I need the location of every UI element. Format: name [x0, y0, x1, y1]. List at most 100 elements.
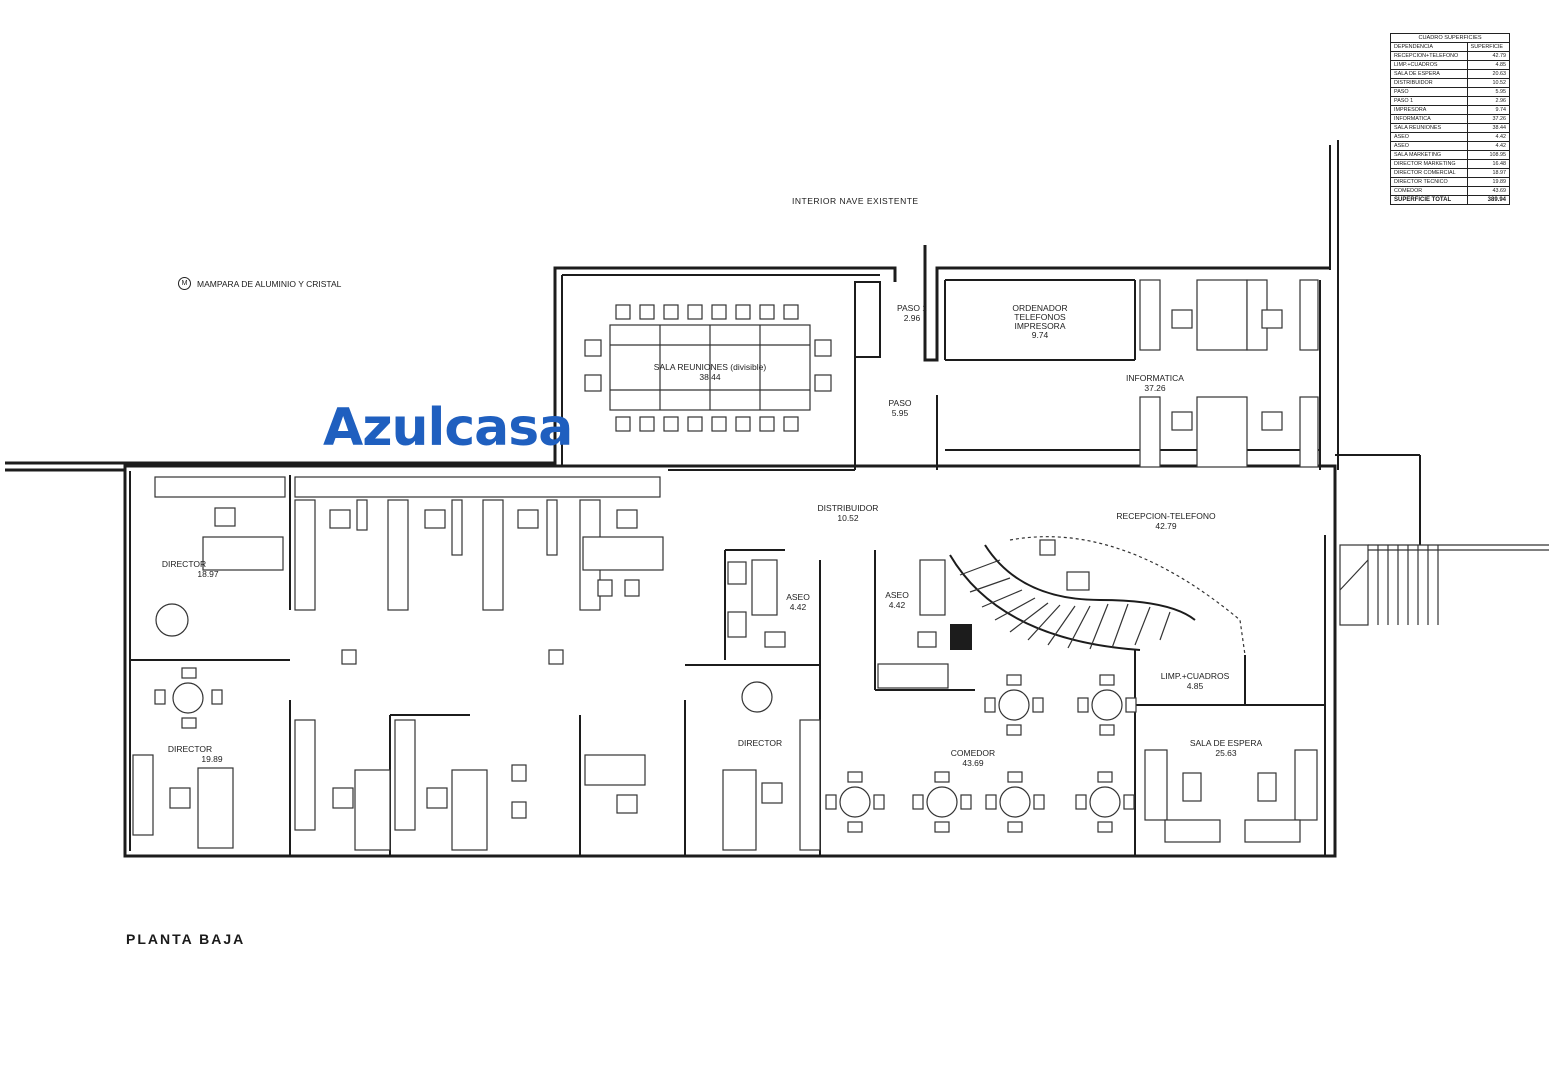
surface-table-header: DEPENDENCIA SUPERFICIE	[1390, 42, 1511, 52]
total-label: SUPERFICIE TOTAL	[1390, 195, 1468, 205]
header-dependencia: DEPENDENCIA	[1390, 42, 1468, 52]
area-limp: 4.85	[1187, 681, 1204, 691]
row-dependencia: ASEO	[1390, 132, 1468, 142]
row-dependencia: IMPRESORA	[1390, 105, 1468, 115]
mampara-symbol: M	[178, 277, 191, 290]
row-superficie: 108.95	[1466, 150, 1511, 160]
label-impresora: IMPRESORA	[1014, 321, 1065, 331]
label-telefonos: TELEFONOS	[1014, 312, 1066, 322]
area-recepcion: 42.79	[1155, 521, 1177, 531]
label-director-mid: DIRECTOR	[738, 738, 782, 748]
area-director-top: 18.97	[197, 569, 219, 579]
row-superficie: 19.89	[1466, 177, 1511, 187]
label-director-top: DIRECTOR	[162, 559, 206, 569]
plan-title: PLANTA BAJA	[126, 931, 246, 947]
area-ordenador: 9.74	[1032, 330, 1049, 340]
label-aseo-right: ASEO	[885, 590, 909, 600]
row-dependencia: SALA REUNIONES	[1390, 123, 1468, 133]
area-director-bottom: 19.89	[201, 754, 223, 764]
row-dependencia: COMEDOR	[1390, 186, 1468, 196]
label-recepcion: RECEPCION-TELEFONO	[1116, 511, 1216, 521]
row-superficie: 37.26	[1466, 114, 1511, 124]
brand-logo: Azulcasa	[323, 398, 573, 458]
meeting-table	[584, 304, 832, 432]
row-dependencia: INFORMATICA	[1390, 114, 1468, 124]
row-superficie: 9.74	[1466, 105, 1511, 115]
legend-note-text: MAMPARA DE ALUMINIO Y CRISTAL	[197, 278, 342, 289]
row-dependencia: ASEO	[1390, 141, 1468, 151]
area-informatica: 37.26	[1144, 383, 1166, 393]
area-paso1: 2.96	[904, 313, 921, 323]
surface-table-total: SUPERFICIE TOTAL 389.94	[1390, 195, 1511, 205]
label-aseo-left: ASEO	[786, 592, 810, 602]
row-dependencia: PASO 1	[1390, 96, 1468, 106]
row-superficie: 5.95	[1466, 87, 1511, 97]
label-paso: PASO	[889, 398, 912, 408]
area-paso: 5.95	[892, 408, 909, 418]
row-superficie: 42.79	[1466, 51, 1511, 61]
label-director-bottom: DIRECTOR	[168, 744, 212, 754]
area-sala-reuniones: 38.44	[699, 372, 721, 382]
row-superficie: 4.42	[1466, 132, 1511, 142]
row-dependencia: DIRECTOR COMERCIAL	[1390, 168, 1468, 178]
row-superficie: 10.52	[1466, 78, 1511, 88]
row-dependencia: DISTRIBUIDOR	[1390, 78, 1468, 88]
legend-note: M MAMPARA DE ALUMINIO Y CRISTAL	[178, 277, 341, 290]
label-distribuidor: DISTRIBUIDOR	[818, 503, 879, 513]
spiral-staircase	[949, 536, 1246, 656]
label-informatica: INFORMATICA	[1126, 373, 1184, 383]
total-value: 389.94	[1466, 195, 1511, 205]
walls	[5, 140, 1549, 858]
area-sala-espera: 25.63	[1215, 748, 1237, 758]
row-superficie: 4.42	[1466, 141, 1511, 151]
columns	[341, 649, 564, 665]
row-dependencia: SALA MARKETING	[1390, 150, 1468, 160]
label-comedor: COMEDOR	[951, 748, 995, 758]
row-dependencia: DIRECTOR TECNICO	[1390, 177, 1468, 187]
surface-table-caption: CUADRO SUPERFICIES	[1390, 33, 1510, 42]
row-dependencia: PASO	[1390, 87, 1468, 97]
area-aseo-left: 4.42	[790, 602, 807, 612]
row-dependencia: LIMP.+CUADROS	[1390, 60, 1468, 70]
label-sala-espera: SALA DE ESPERA	[1190, 738, 1263, 748]
office-desks	[132, 279, 1319, 851]
row-superficie: 18.97	[1466, 168, 1511, 178]
header-superficie: SUPERFICIE	[1466, 42, 1511, 52]
interior-nave-label: INTERIOR NAVE EXISTENTE	[792, 196, 919, 206]
round-tables	[154, 603, 1137, 833]
row-superficie: 2.96	[1466, 96, 1511, 106]
row-dependencia: SALA DE ESPERA	[1390, 69, 1468, 79]
row-superficie: 16.48	[1466, 159, 1511, 169]
row-dependencia: RECEPCION+TELEFONO	[1390, 51, 1468, 61]
label-ordenador: ORDENADOR	[1012, 303, 1067, 313]
area-distribuidor: 10.52	[837, 513, 859, 523]
row-superficie: 20.63	[1466, 69, 1511, 79]
row-superficie: 4.85	[1466, 60, 1511, 70]
room-labels: PASO 1 2.96 ORDENADOR TELEFONOS IMPRESOR…	[162, 303, 1263, 768]
row-dependencia: DIRECTOR MARKETING	[1390, 159, 1468, 169]
row-superficie: 43.69	[1466, 186, 1511, 196]
row-superficie: 38.44	[1466, 123, 1511, 133]
area-aseo-right: 4.42	[889, 600, 906, 610]
surface-table: CUADRO SUPERFICIES DEPENDENCIA SUPERFICI…	[1390, 33, 1511, 205]
label-paso1: PASO 1	[897, 303, 927, 313]
area-comedor: 43.69	[962, 758, 984, 768]
label-sala-reuniones: SALA REUNIONES (divisible)	[654, 362, 767, 372]
